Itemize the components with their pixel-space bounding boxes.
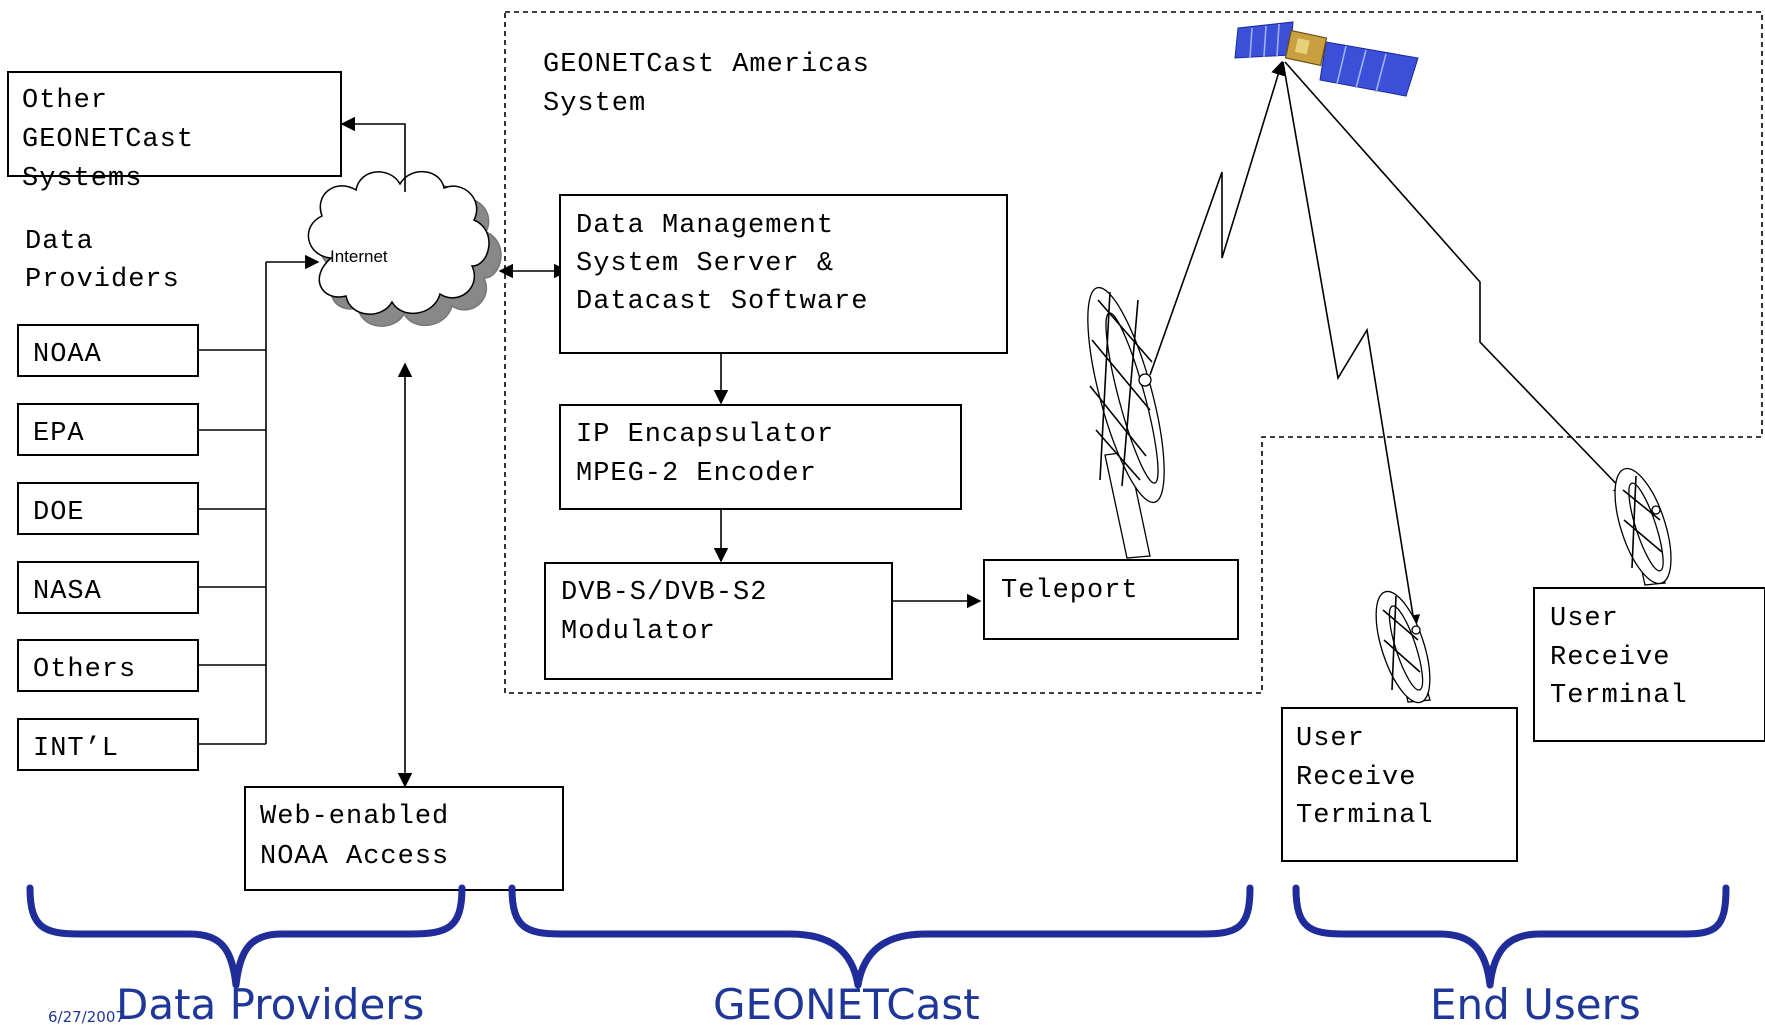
brace-end-users xyxy=(1292,884,1730,989)
provider-label-nasa: NASA xyxy=(33,577,102,607)
date-label: 6/27/2007 xyxy=(48,1008,125,1025)
ip-encapsulator-label: IP Encapsulator MPEG-2 Encoder xyxy=(576,420,851,489)
teleport-dish-icon xyxy=(1087,286,1165,559)
system-boundary xyxy=(504,11,1763,694)
terminal-1-dish-icon xyxy=(1375,590,1431,704)
system-title: GEONETCast Americas System xyxy=(543,50,887,119)
provider-connectors xyxy=(198,254,320,745)
user-terminal-1-box xyxy=(1281,707,1518,862)
provider-label-others: Others xyxy=(33,655,136,685)
internet-label: Internet xyxy=(330,247,388,266)
footer-geonetcast: GEONETCast xyxy=(713,980,980,1025)
other-systems-box xyxy=(7,71,342,177)
modulator-label: DVB-S/DVB-S2 Modulator xyxy=(561,578,785,647)
uplink-signal xyxy=(1149,60,1286,376)
satellite-icon xyxy=(1234,21,1419,97)
terminal-2-dish-icon xyxy=(1614,467,1672,586)
provider-list: NOAA EPA DOE NASA Others INT’L xyxy=(17,324,199,771)
ip-encapsulator-box xyxy=(559,404,962,510)
user-terminal-1-label: User Receive Terminal xyxy=(1296,724,1434,831)
dms-label: Data Management System Server & Datacast… xyxy=(576,211,868,317)
provider-label-epa: EPA xyxy=(33,419,85,449)
provider-label-intl: INT’L xyxy=(33,734,119,764)
teleport-label: Teleport xyxy=(1001,576,1139,606)
downlink-signal-terminal-2 xyxy=(1284,61,1628,497)
modulator-box xyxy=(544,562,893,680)
provider-label-doe: DOE xyxy=(33,498,85,528)
providers-heading: Data Providers xyxy=(25,227,180,295)
footer-data-providers: Data Providers xyxy=(116,980,424,1025)
provider-label-noaa: NOAA xyxy=(33,340,102,370)
dms-box xyxy=(559,194,1008,354)
web-access-label: Web-enabled NOAA Access xyxy=(260,802,466,872)
provider-box-intl xyxy=(17,718,199,771)
other-systems-label: Other GEONETCast Systems xyxy=(22,86,211,194)
downlink-signal-terminal-1 xyxy=(1282,61,1421,630)
brace-data-providers xyxy=(26,884,466,989)
internet-cloud: Internet xyxy=(307,170,502,327)
teleport-box xyxy=(983,559,1239,640)
footer-end-users: End Users xyxy=(1430,980,1641,1025)
user-terminal-2-box xyxy=(1533,587,1765,742)
web-access-box xyxy=(244,786,564,891)
user-terminal-2-label: User Receive Terminal xyxy=(1550,604,1688,711)
cloud-to-other-systems-arrow xyxy=(340,116,406,192)
brace-geonetcast xyxy=(508,884,1254,989)
